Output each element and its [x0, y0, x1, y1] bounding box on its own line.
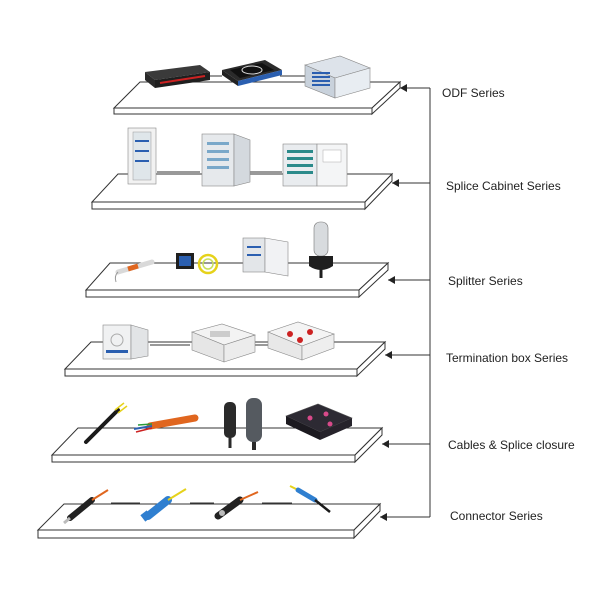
- arrow-head-icon: [392, 179, 399, 187]
- wall-mount-odf-icon: [304, 55, 371, 99]
- drop-cable-icon: [84, 402, 128, 444]
- shelf-side: [364, 172, 393, 211]
- series-label-termination: Termination box Series: [446, 351, 568, 365]
- dome-closure-icon: [309, 221, 333, 278]
- shelf-front: [64, 368, 358, 377]
- shelf-side: [358, 261, 389, 299]
- shelf-splice-cabinet: Splice Cabinet Series: [90, 127, 561, 211]
- shelf-splitter: Splitter Series: [84, 221, 523, 299]
- orange-cable-icon: [133, 414, 199, 433]
- arrow-head-icon: [388, 276, 395, 284]
- sc-connector-icon: [140, 488, 187, 522]
- shelf-front: [37, 529, 355, 539]
- series-label-cables: Cables & Splice closure: [448, 438, 575, 452]
- st-connector-icon: [63, 489, 109, 525]
- fc-connector-icon: [214, 491, 259, 520]
- rack-patch-panel-icon: [145, 65, 210, 88]
- horizontal-splice-closure-icon: [285, 403, 353, 440]
- open-termination-box-icon: [191, 323, 256, 363]
- series-label-odf: ODF Series: [442, 86, 505, 100]
- series-label-splice-cabinet: Splice Cabinet Series: [446, 179, 561, 193]
- arrow-head-icon: [382, 440, 389, 448]
- splitter-cabinet-icon: [242, 237, 289, 277]
- shelf-front: [113, 107, 373, 115]
- arrow-head-icon: [385, 351, 392, 359]
- shelf-side: [354, 426, 383, 464]
- shelf-front: [51, 454, 356, 463]
- shelf-top: [36, 503, 382, 531]
- sliding-drawer-panel-icon: [222, 60, 282, 86]
- shelf-front: [91, 201, 366, 210]
- shelf-side: [353, 502, 381, 540]
- wide-cabinet-icon: [282, 143, 348, 187]
- dome-splice-closure-icon: [224, 398, 262, 450]
- tube-splitter-icon: [114, 259, 155, 283]
- shelf-termination: Termination box Series: [63, 321, 568, 378]
- arrow-head-icon: [380, 513, 387, 521]
- series-label-splitter: Splitter Series: [448, 274, 523, 288]
- wall-termination-box-icon: [102, 324, 149, 360]
- tall-cabinet-icon: [127, 127, 157, 185]
- cabinet-open-icon: [201, 133, 251, 187]
- shelf-connector: Connector Series: [36, 485, 543, 540]
- shelf-odf: ODF Series: [112, 55, 505, 116]
- termination-box-red-icon: [267, 321, 335, 361]
- shelf-front: [85, 289, 360, 298]
- lc-connector-icon: [289, 485, 331, 513]
- shelf-cables: Cables & Splice closure: [50, 398, 575, 464]
- series-label-connector: Connector Series: [450, 509, 543, 523]
- plc-splitter-box-icon: [176, 253, 219, 275]
- shelf-side: [356, 340, 386, 378]
- arrow-head-icon: [400, 84, 407, 92]
